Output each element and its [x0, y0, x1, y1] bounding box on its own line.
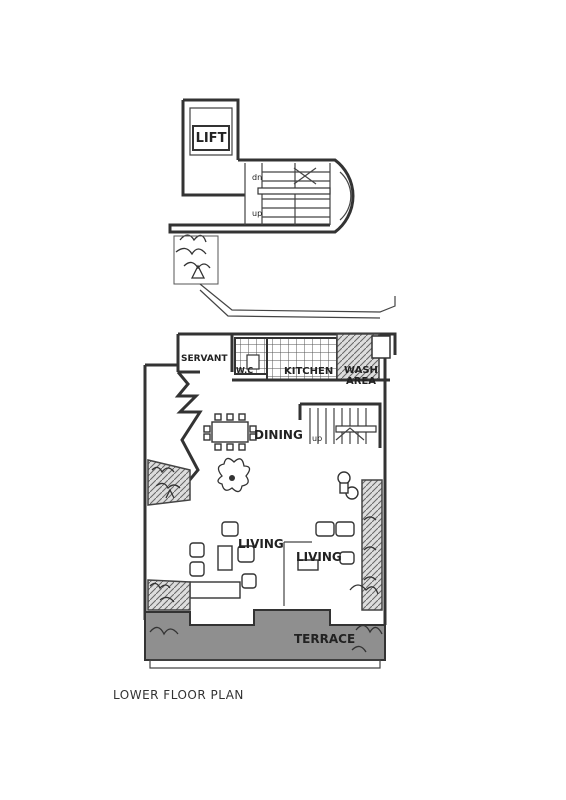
lift-core: [168, 98, 355, 234]
wash-area-label-2: AREA: [346, 376, 376, 387]
boundary-line: [199, 283, 396, 319]
kitchen-label: KITCHEN: [284, 366, 333, 377]
terrace-label: TERRACE: [294, 632, 355, 646]
wc-label: W.C: [236, 366, 253, 375]
servant-label: SERVANT: [181, 354, 228, 364]
plan-caption: LOWER FLOOR PLAN: [113, 688, 244, 702]
indoor-plant: [217, 457, 251, 493]
lift-label: LIFT: [196, 131, 227, 146]
dining-label: DINING: [254, 428, 303, 442]
left-planter: [147, 459, 191, 506]
internal-stair-up-label: up: [312, 434, 322, 443]
living-furniture: [189, 521, 355, 606]
kitchen-room: [266, 337, 338, 381]
stair-up-label: up: [252, 209, 262, 218]
wash-area-label-1: WASH: [344, 365, 378, 376]
lower-floor-outline: [143, 332, 397, 625]
lower-left-planter: [147, 579, 191, 611]
internal-stair: [298, 402, 382, 448]
stair-dn-label: dn: [252, 173, 262, 182]
bar-seating: [337, 471, 359, 500]
wash-area: [336, 333, 391, 381]
terrace: [144, 609, 386, 669]
living-label-1: LIVING: [238, 537, 284, 551]
living-label-2: LIVING: [296, 550, 342, 564]
servant-room: [176, 334, 234, 374]
right-planter: [349, 479, 383, 611]
wc-room: [234, 337, 268, 375]
dining-table: [203, 413, 257, 451]
zigzag-wall: [174, 371, 203, 495]
planter-upper-left: [173, 234, 219, 285]
